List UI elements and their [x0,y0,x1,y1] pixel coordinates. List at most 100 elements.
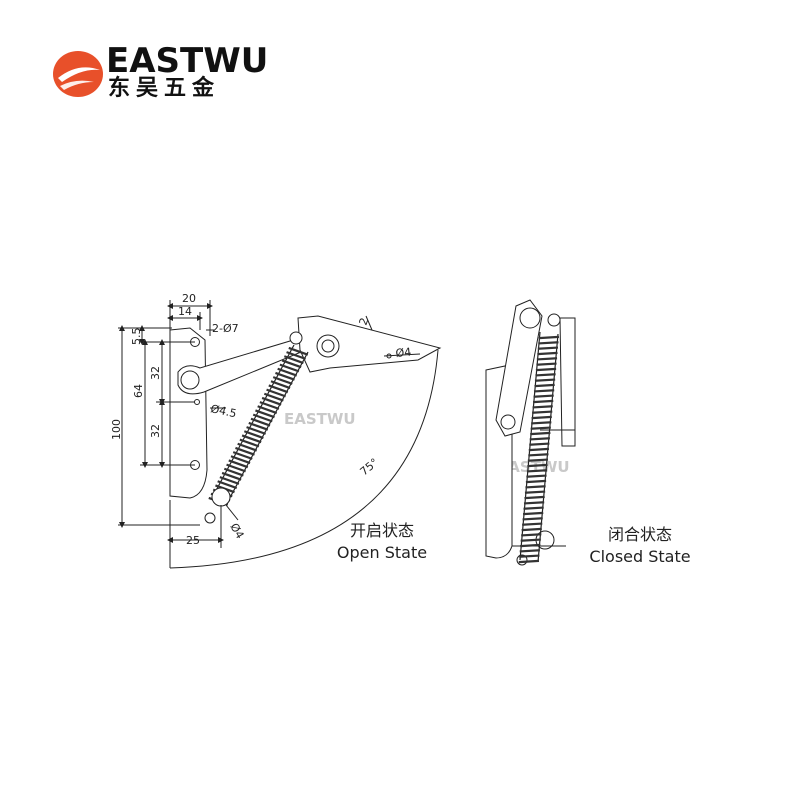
spring-coil [243,430,264,440]
closed-state-drawing [485,299,576,566]
spring-coil [528,447,550,452]
spring-coil [288,346,309,356]
spring-coil [537,346,559,350]
spring-coil [257,405,278,415]
closed-state-label-cn: 闭合状态 [607,525,672,544]
spring-coil [520,543,541,548]
spring-coil [277,367,298,377]
open-state-caption: 开启状态 Open State [322,520,442,564]
dim-hole-7: 2-Ø7 [212,322,239,335]
dim-25: 25 [186,534,200,547]
dim-14: 14 [178,305,192,318]
spring-coil [286,351,306,360]
spring-coil [266,388,286,398]
spring-coil [532,410,553,414]
spring-coil [534,378,556,382]
spring-coil [532,405,553,409]
open-state-label-cn: 开启状态 [349,521,414,540]
spring-coil [279,363,300,373]
spring-coil [519,554,540,558]
spring-coil [221,471,242,481]
spring-coil [530,431,551,436]
spring-coil [235,446,255,456]
spring-coil [520,538,541,542]
dim-hole-4-lower: Ø4 [227,521,246,541]
watermark-open: EASTWU [284,410,356,428]
spring-coil [241,434,262,444]
spring-coil [536,357,558,361]
closed-state-label-en: Closed State [589,547,691,566]
spring-coil [525,479,547,484]
spring-coil [530,426,551,430]
spring-coil [524,495,545,500]
spring-coil [252,413,273,423]
dim-2: 2 [357,316,372,327]
dim-32-top: 32 [149,366,162,380]
brand-name-cn: 东吴五金 [108,76,221,101]
dim-hole-4-5: Ø4.5 [209,402,237,420]
open-state-drawing [118,300,442,569]
dim-100: 100 [110,419,123,440]
spring-coil [281,359,302,369]
spring-coil [534,383,555,388]
spring-coil [268,384,289,394]
dim-hole-4-upper: Ø4 [395,345,412,360]
spring-coil [535,373,556,377]
spring-coil [223,467,244,477]
spring-coil [248,421,269,431]
spring-coil [535,367,557,372]
spring-coil [526,469,548,473]
spring-coil [522,522,543,526]
spring-coil [259,401,280,410]
spring-coil [531,421,552,425]
brand-logo-icon [53,51,103,97]
spring-coil [528,453,549,457]
spring-coil [283,355,304,365]
dim-20: 20 [182,292,196,305]
spring-coil [531,415,552,420]
spring-coil [529,437,550,441]
spring-coil [228,459,249,469]
spring-coil [526,474,547,478]
closed-state-caption: 闭合状态 Closed State [580,524,700,568]
spring-coil [522,517,543,521]
spring-coil [521,533,542,537]
spring-coil [521,527,542,532]
spring-coil [518,559,540,564]
spring-coil [532,399,554,404]
spring-coil [524,490,546,494]
spring-coil [527,463,548,468]
brand-name: EASTWU [106,41,269,81]
spring-coil [272,376,293,385]
spring-coil [255,409,275,419]
spring-coil [538,341,559,345]
spring-coil [522,511,544,516]
spring-coil [217,480,238,490]
spring-coil [230,455,251,465]
spring-coil [250,417,271,427]
dim-64: 64 [132,384,145,398]
spring-coil [525,485,546,489]
dim-angle-75: 75° [358,456,381,478]
spring-coil [270,380,291,390]
spring-coil [533,389,555,393]
spring-coil [536,362,557,366]
spring-coil [523,506,544,510]
spring-coil [533,394,554,398]
spring-coil [537,351,558,356]
spring-coil [529,442,550,446]
spring-coil [523,501,545,505]
spring-coil [263,392,284,402]
spring-coil [246,426,266,435]
spring-coil [237,442,258,452]
dim-5-5: 5.5 [130,328,143,346]
spring-coil [239,438,260,448]
open-state-label-en: Open State [336,543,428,562]
watermark-closed: EASTWU [498,458,570,476]
spring-coil [226,463,246,473]
spring-coil [261,396,282,406]
dim-32-bottom: 32 [149,424,162,438]
spring-coil [519,549,540,553]
spring-coil [275,371,295,381]
